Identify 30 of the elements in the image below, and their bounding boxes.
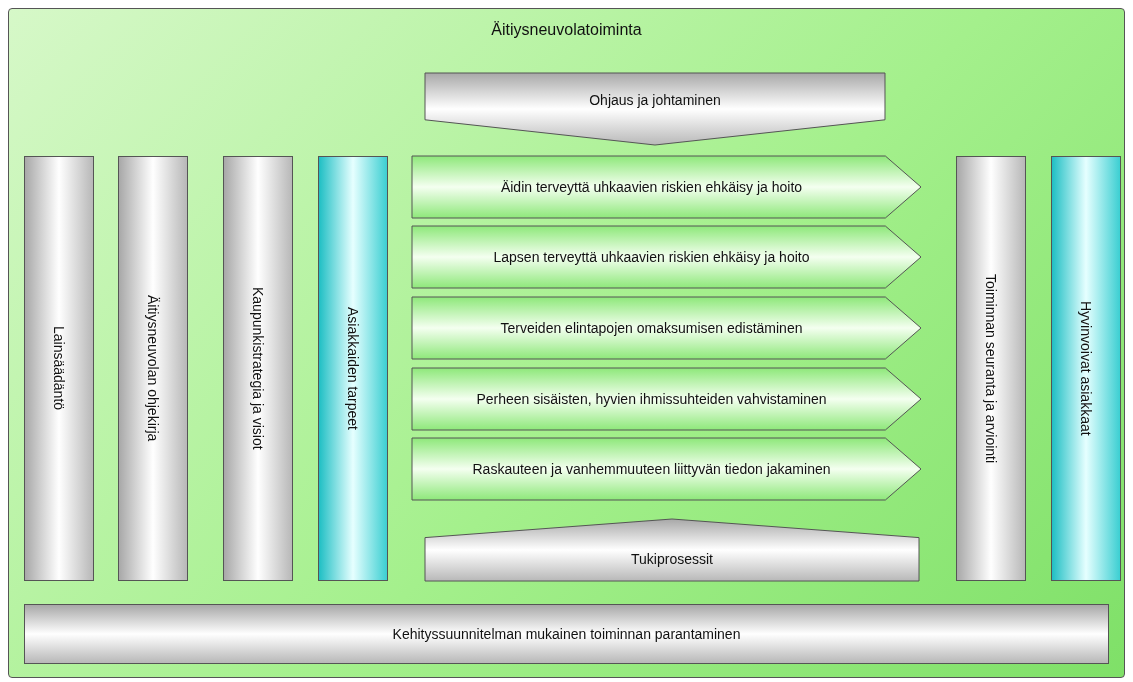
label: Terveiden elintapojen omaksumisen edistäminen bbox=[500, 320, 803, 336]
process-step-pentagon bbox=[412, 438, 921, 500]
process-map-panel bbox=[8, 8, 1125, 678]
process-step-pentagon bbox=[412, 368, 921, 430]
pillar-bar bbox=[318, 156, 388, 581]
label: Tukiprosessit bbox=[631, 551, 713, 567]
up-pointing-banner bbox=[425, 519, 919, 581]
pillar-bar bbox=[24, 156, 94, 581]
label: Kaupunkistrategia ja visiot bbox=[250, 287, 266, 450]
pillar-bar bbox=[1051, 156, 1121, 581]
down-pointing-banner bbox=[425, 73, 885, 145]
label: Perheen sisäisten, hyvien ihmissuhteiden vahvistaminen bbox=[476, 391, 827, 407]
pillar-bar bbox=[956, 156, 1026, 581]
label: Lapsen terveyttä uhkaavien riskien ehkäisy ja hoito bbox=[493, 249, 810, 265]
panel-title: Äitiysneuvolatoiminta bbox=[491, 21, 642, 39]
label: Ohjaus ja johtaminen bbox=[589, 92, 721, 108]
pillar-bar bbox=[118, 156, 188, 581]
label: Äitiysneuvolan ohjekirja bbox=[145, 295, 161, 442]
label: Hyvinvoivat asiakkaat bbox=[1078, 301, 1094, 436]
process-step-pentagon bbox=[412, 297, 921, 359]
label: Kehityssuunnitelman mukainen toiminnan parantaminen bbox=[392, 626, 741, 642]
label: Äidin terveyttä uhkaavien riskien ehkäisy ja hoito bbox=[500, 179, 803, 195]
process-step-pentagon bbox=[412, 156, 921, 218]
label: Lainsäädäntö bbox=[51, 326, 67, 411]
process-step-pentagon bbox=[412, 226, 921, 288]
label: Asiakkaiden tarpeet bbox=[345, 307, 361, 430]
improvement-bar bbox=[24, 604, 1109, 664]
pillar-bar bbox=[223, 156, 293, 581]
label: Toiminnan seuranta ja arviointi bbox=[983, 273, 999, 464]
label: Raskauteen ja vanhemmuuteen liittyvän tiedon jakaminen bbox=[472, 461, 831, 477]
